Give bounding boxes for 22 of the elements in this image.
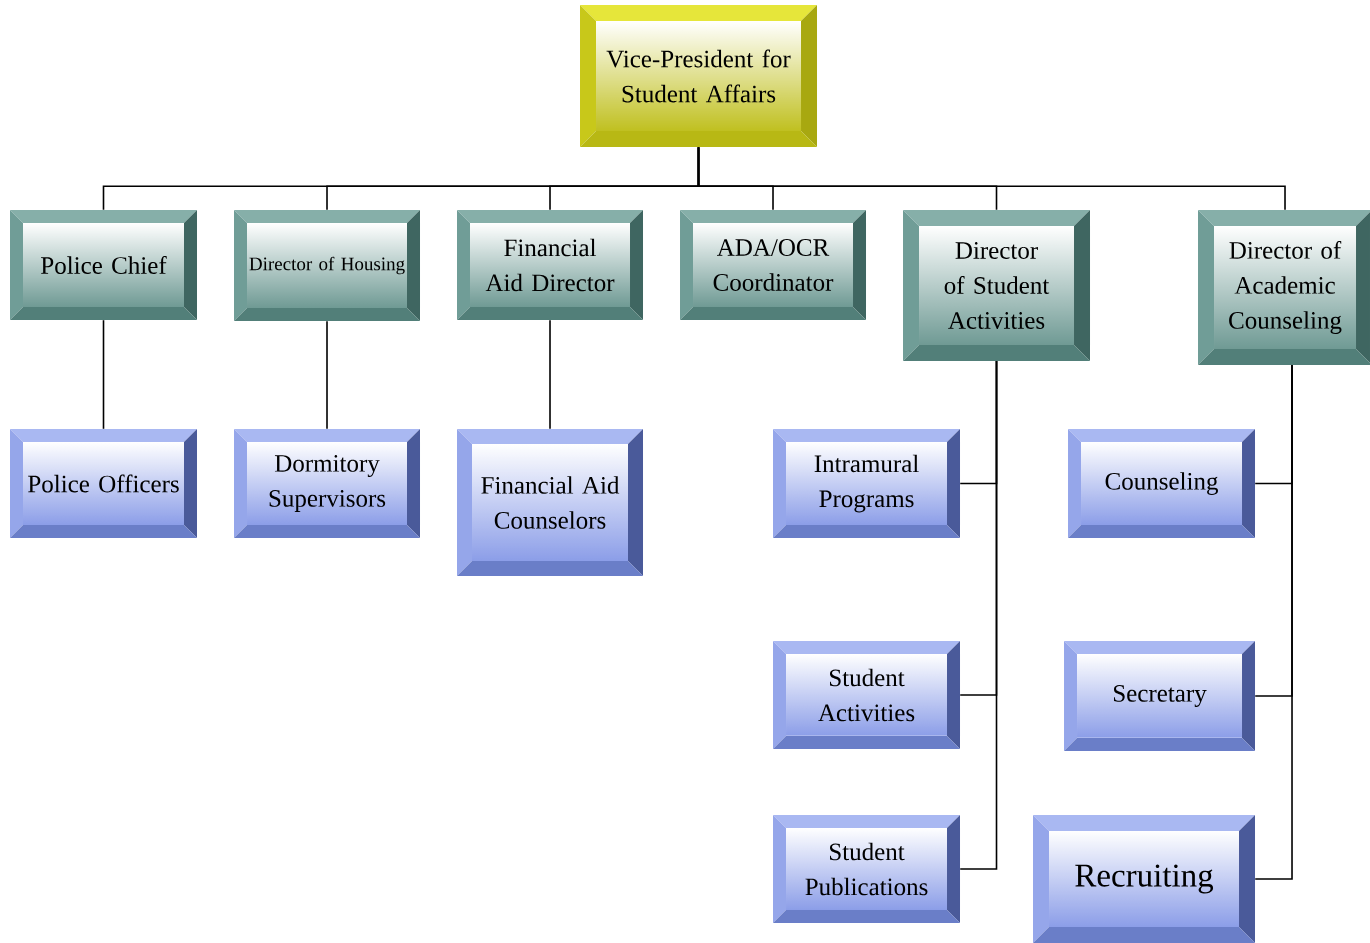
- position-box: Intramural Programs: [773, 429, 960, 538]
- position-box: Director of Academic Counseling: [1198, 210, 1370, 365]
- connector-line: [959, 360, 998, 870]
- connector-line: [1254, 364, 1293, 880]
- position-box: Director of Student Activities: [903, 210, 1090, 361]
- connector-line: [697, 146, 1286, 211]
- position-box: Recruiting: [1033, 815, 1255, 943]
- position-box: Director of Housing: [234, 210, 420, 321]
- position-box: ADA/OCR Coordinator: [680, 210, 866, 320]
- position-box: Financial Aid Counselors: [457, 429, 643, 576]
- connector-line: [326, 320, 328, 430]
- connector-line: [102, 319, 105, 430]
- position-box: Counseling: [1068, 429, 1255, 538]
- position-box: Student Activities: [773, 641, 960, 749]
- position-box: Dormitory Supervisors: [234, 429, 420, 538]
- position-box: Student Publications: [773, 815, 960, 923]
- position-box: Police Chief: [10, 210, 197, 320]
- position-box: Financial Aid Director: [457, 210, 643, 320]
- position-box: Police Officers: [10, 429, 197, 538]
- connector-line: [549, 319, 551, 430]
- position-box: Vice-President for Student Affairs: [580, 5, 817, 147]
- position-box: Secretary: [1064, 641, 1255, 751]
